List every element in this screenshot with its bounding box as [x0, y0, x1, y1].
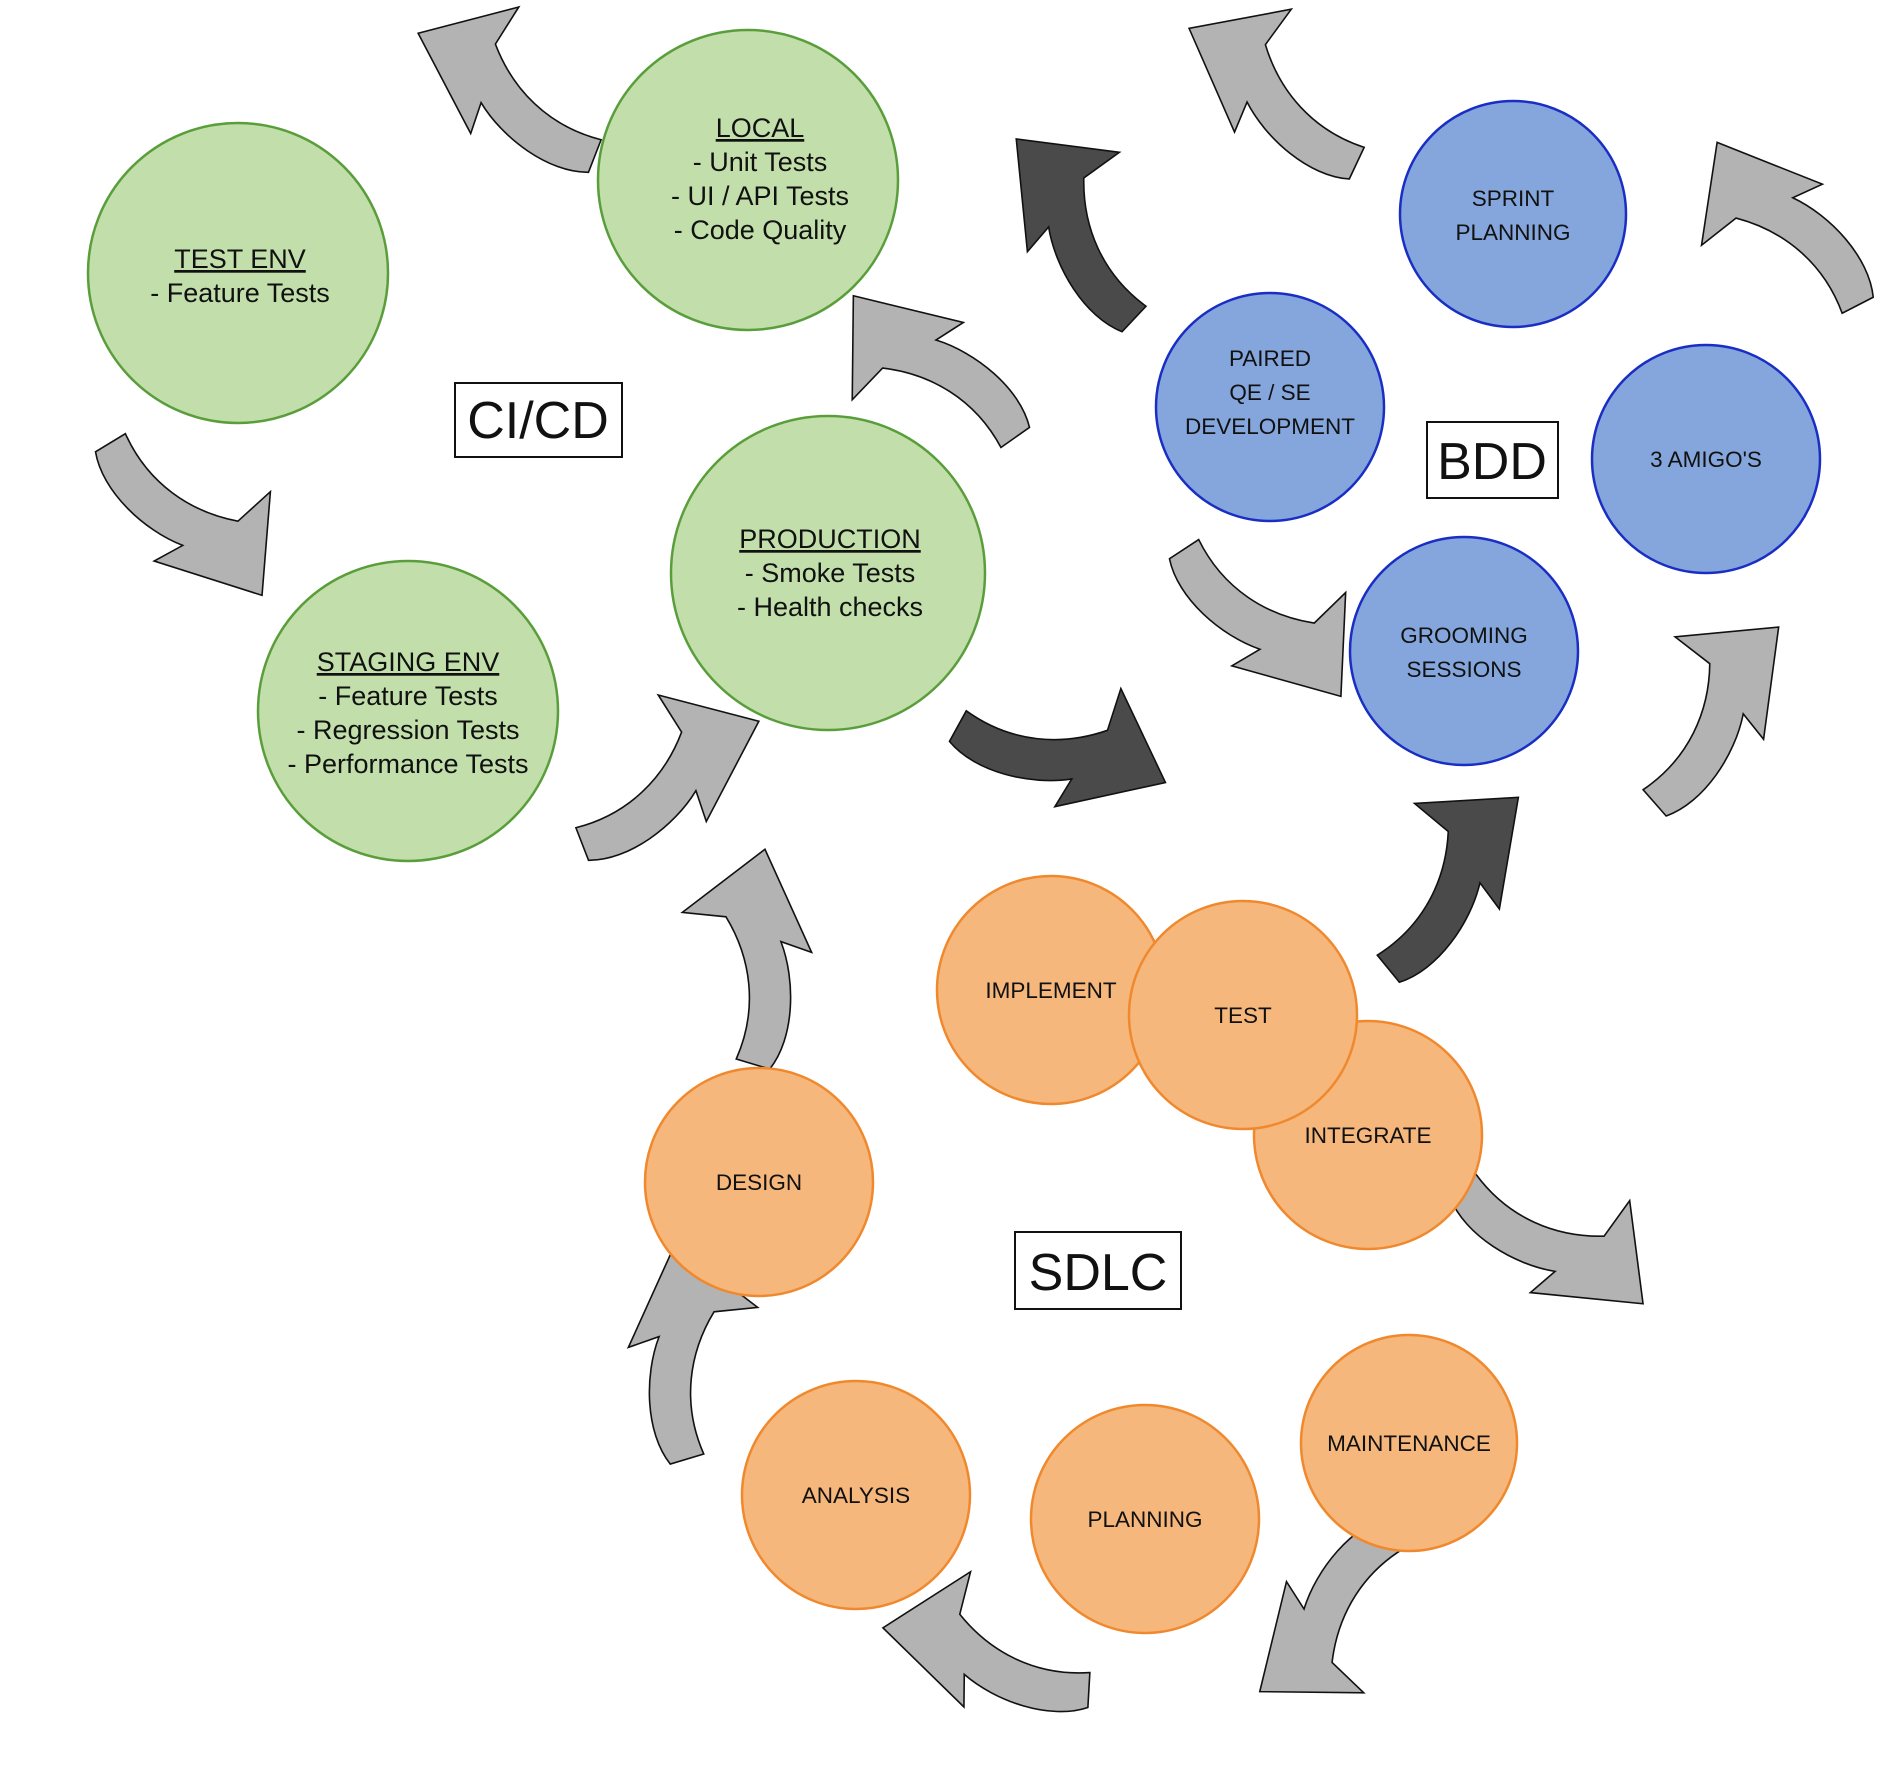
node-local-title: LOCAL: [716, 113, 805, 143]
arrow-grooming-to-amigos: [1586, 590, 1834, 822]
node-test: TEST: [1127, 899, 1359, 1131]
node-local-line-1: - Unit Tests: [693, 147, 828, 177]
section-label-sdlc-text: SDLC: [1029, 1244, 1168, 1302]
node-local: LOCAL - Unit Tests - UI / API Tests - Co…: [596, 28, 900, 332]
node-production-line-2: - Health checks: [737, 592, 923, 622]
node-sprint-planning: SPRINT PLANNING: [1398, 99, 1628, 329]
node-staging-line-2: - Regression Tests: [296, 715, 519, 745]
arrow-design-to-implement: [631, 828, 866, 1078]
node-planning-label: PLANNING: [1087, 1507, 1202, 1532]
node-three-amigos: 3 AMIGO'S: [1590, 343, 1822, 575]
node-test-env-line-1: - Feature Tests: [150, 278, 330, 308]
node-paired-development: PAIRED QE / SE DEVELOPMENT: [1154, 291, 1386, 523]
node-grooming-line-1: GROOMING: [1400, 623, 1528, 648]
arrow-local-to-testenv: [401, 0, 619, 176]
arrow-amigos-to-sprint: [1677, 113, 1877, 344]
node-paired-line-2: QE / SE: [1229, 380, 1310, 405]
node-production-title: PRODUCTION: [739, 524, 921, 554]
node-test-env: TEST ENV - Feature Tests: [86, 121, 390, 425]
node-grooming-line-2: SESSIONS: [1406, 657, 1521, 682]
node-local-line-3: - Code Quality: [674, 215, 847, 245]
arrow-sprint-to-paired: [1164, 0, 1390, 183]
arrow-paired-to-grooming: [1165, 497, 1380, 737]
node-implement-label: IMPLEMENT: [985, 978, 1117, 1003]
node-planning: PLANNING: [1029, 1403, 1261, 1635]
node-analysis: ANALYSIS: [740, 1379, 972, 1611]
arrow-staging-to-production: [558, 680, 776, 864]
node-maintenance: MAINTENANCE: [1299, 1333, 1519, 1553]
node-grooming-sessions: GROOMING SESSIONS: [1348, 535, 1580, 767]
arrow-production-to-implement: [942, 620, 1194, 869]
section-label-cicd-text: CI/CD: [467, 392, 609, 450]
node-production: PRODUCTION - Smoke Tests - Health checks: [669, 414, 987, 732]
node-paired-line-3: DEVELOPMENT: [1185, 414, 1355, 439]
section-label-sdlc: SDLC: [1014, 1231, 1182, 1310]
node-integrate-label: INTEGRATE: [1304, 1123, 1431, 1148]
node-production-line-1: - Smoke Tests: [745, 558, 916, 588]
node-maintenance-label: MAINTENANCE: [1327, 1431, 1491, 1456]
node-test-env-title: TEST ENV: [174, 244, 306, 274]
node-design: DESIGN: [643, 1066, 875, 1298]
section-label-bdd-text: BDD: [1437, 433, 1547, 491]
arrow-paired-to-local: [958, 103, 1207, 338]
section-label-cicd: CI/CD: [454, 382, 623, 458]
arrow-testenv-to-staging: [91, 395, 301, 632]
node-paired-line-1: PAIRED: [1229, 346, 1311, 371]
node-staging-line-1: - Feature Tests: [318, 681, 498, 711]
node-local-line-2: - UI / API Tests: [671, 181, 849, 211]
node-test-label: TEST: [1214, 1003, 1272, 1028]
node-sprint-line-2: PLANNING: [1455, 220, 1570, 245]
node-staging-title: STAGING ENV: [317, 647, 500, 677]
node-staging-env: STAGING ENV - Feature Tests - Regression…: [256, 559, 560, 863]
node-design-label: DESIGN: [716, 1170, 802, 1195]
node-analysis-label: ANALYSIS: [802, 1483, 910, 1508]
section-label-bdd: BDD: [1426, 421, 1559, 499]
node-amigos-line-1: 3 AMIGO'S: [1650, 447, 1762, 472]
node-implement: IMPLEMENT: [935, 874, 1167, 1106]
node-sprint-line-1: SPRINT: [1472, 186, 1555, 211]
node-staging-line-3: - Performance Tests: [287, 749, 528, 779]
arrow-test-to-grooming: [1323, 760, 1570, 988]
